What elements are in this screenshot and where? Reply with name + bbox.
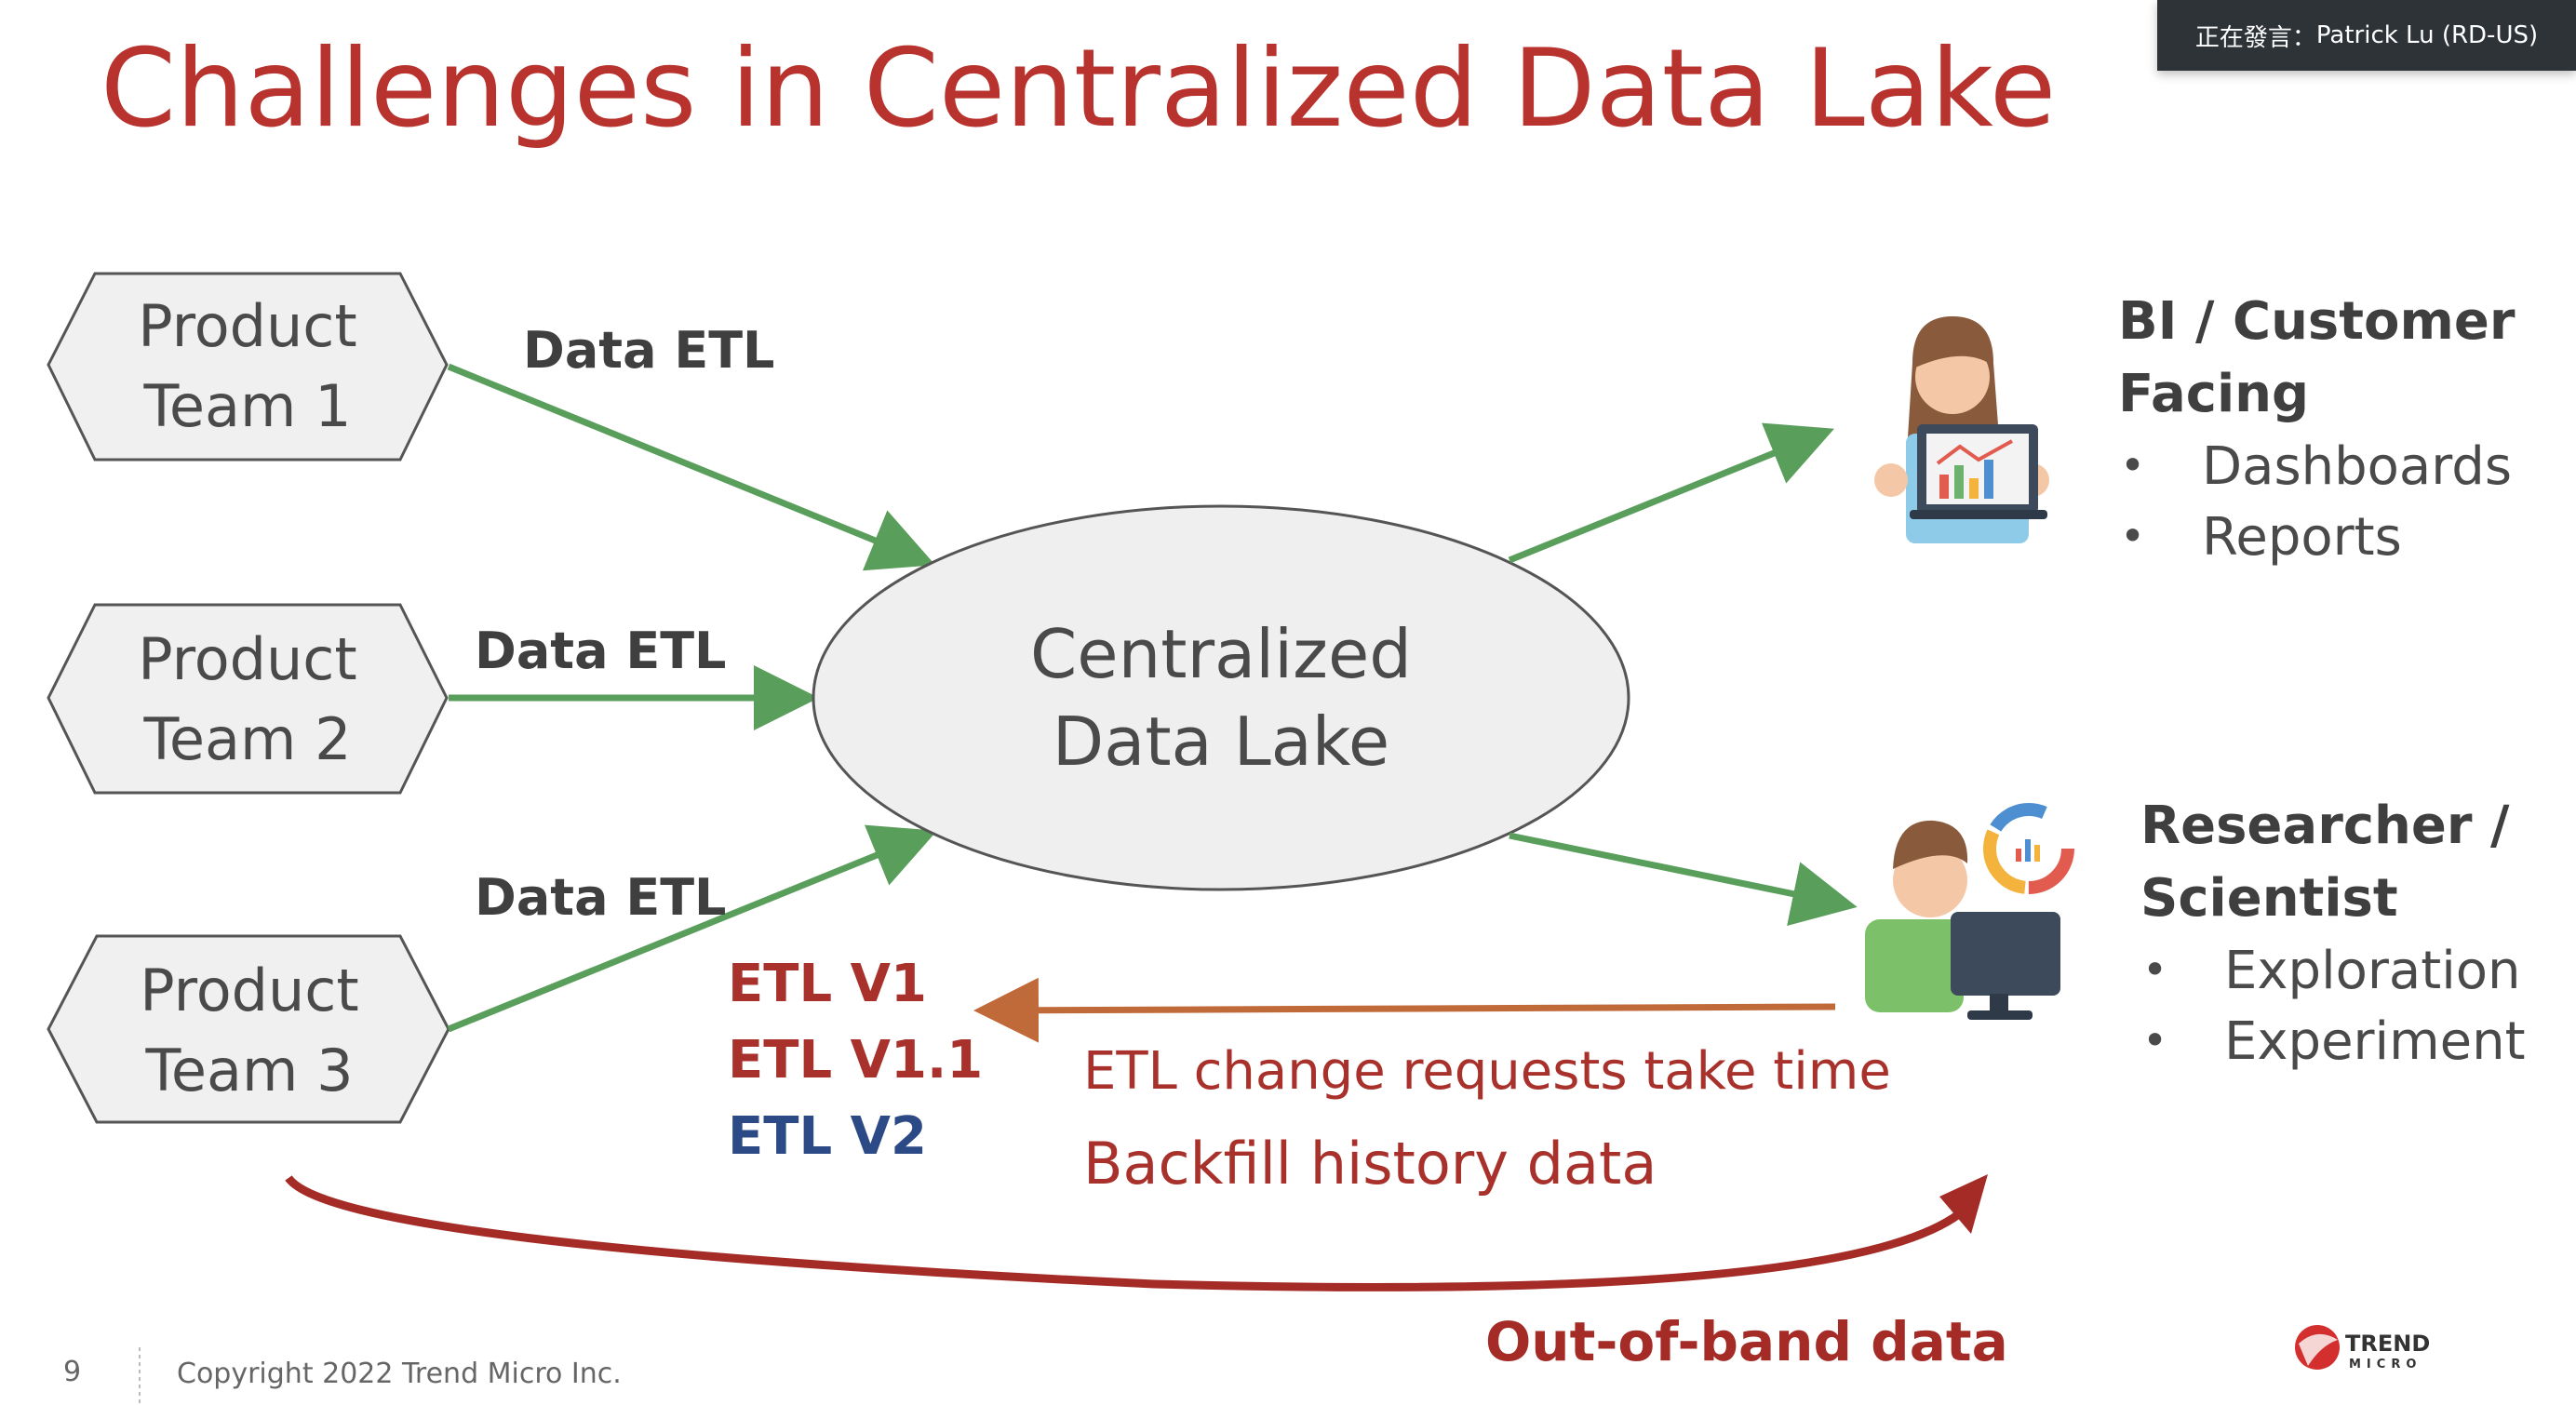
research-bullet-exploration: Exploration [2224,941,2521,1001]
bi-bullet-reports: Reports [2202,507,2402,568]
research-bullet-dot-1: • [2142,944,2167,995]
lake-to-research-arrow [1509,832,1858,927]
out-of-band-curve [285,1175,1963,1291]
slide-page-number: 9 [63,1356,81,1388]
team-2-line1: Product [138,625,356,693]
etl-version-v2: ETL V2 [728,1106,927,1167]
change-request-arrow [973,977,1836,1043]
research-bullet-dot-2: • [2142,1015,2167,1065]
copyright-text: Copyright 2022 Trend Micro Inc. [177,1358,622,1390]
research-heading-line2: Scientist [2140,868,2398,929]
bi-user-illustration [1874,316,2049,543]
lake-line1: Centralized [1030,615,1412,693]
team-1-line1: Product [138,292,356,360]
bi-bullet-dot-1: • [2120,440,2145,490]
active-speaker-banner: 正在發言： Patrick Lu (RD-US) [2157,0,2576,71]
research-heading-line1: Researcher / [2140,796,2510,856]
out-of-band-label: Out-of-band data [1485,1310,2008,1373]
researcher-illustration [1865,803,2074,1020]
bi-heading-line2: Facing [2118,364,2309,424]
out-of-band-arrowhead [1939,1174,1988,1234]
bi-bullet-dot-2: • [2120,511,2145,561]
etl-arrow-team1 [447,363,935,571]
lake-line2: Data Lake [1053,702,1389,781]
etl-label-3: Data ETL [475,868,726,927]
speaker-name: Patrick Lu (RD-US) [2315,21,2539,49]
centralized-data-lake: Centralized Data Lake [812,504,1630,891]
research-bullet-experiment: Experiment [2224,1011,2526,1072]
product-team-3: Product Team 3 [47,934,450,1124]
lake-to-bi-arrow [1508,422,1834,564]
trend-micro-logo: TREND MICRO [2295,1325,2430,1372]
etl-version-v1: ETL V1 [728,954,927,1014]
logo-line1: TREND [2345,1331,2430,1357]
team-2-line2: Team 2 [142,705,351,773]
team-1-line2: Team 1 [142,372,351,440]
team-3-line1: Product [140,957,358,1024]
etl-arrow-team3 [447,824,937,1033]
product-team-2: Product Team 2 [47,603,449,795]
team-3-line2: Team 3 [144,1037,353,1104]
bi-heading-line1: BI / Customer [2118,291,2516,352]
slide-title: Challenges in Centralized Data Lake [101,26,2056,152]
backfill-note: Backfill history data [1083,1130,1657,1198]
bi-bullet-dashboards: Dashboards [2202,436,2512,497]
etl-label-1: Data ETL [523,321,774,380]
etl-label-2: Data ETL [475,622,726,680]
change-request-note: ETL change requests take time [1083,1041,1891,1102]
etl-version-v1-1: ETL V1.1 [728,1030,983,1091]
logo-line2: MICRO [2349,1358,2422,1372]
product-team-1: Product Team 1 [47,272,449,462]
speaker-label: 正在發言： [2194,23,2316,52]
